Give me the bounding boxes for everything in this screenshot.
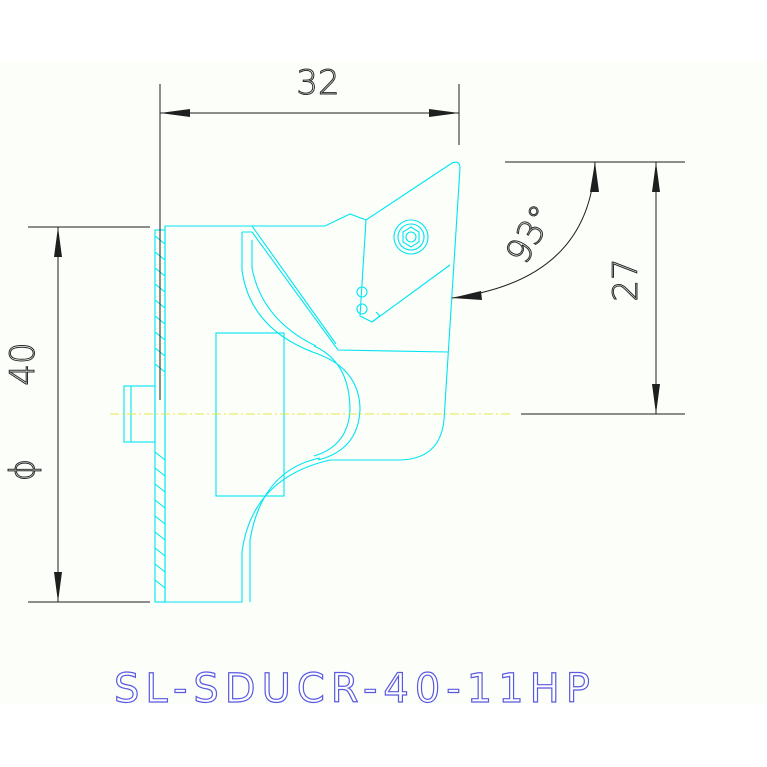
insert-pocket — [359, 219, 451, 323]
diameter-dimension-value: 40 — [3, 342, 43, 385]
part-number: SL-SDUCR-40-11HP — [114, 666, 596, 712]
diameter-symbol: ϕ — [3, 459, 43, 481]
angle-dimension-value: 93° — [498, 198, 563, 270]
tool-holder-outline — [123, 161, 461, 603]
dimension-height: 27 — [505, 161, 685, 415]
small-pin — [356, 286, 368, 298]
width-dimension-value: 32 — [296, 63, 339, 103]
dimension-diameter: 40 ϕ — [3, 226, 150, 603]
clamp-screw — [393, 219, 429, 255]
body-outline — [164, 161, 461, 603]
drawing-panel — [0, 62, 767, 704]
height-dimension-value: 27 — [606, 258, 646, 301]
dimension-angle: 93° — [451, 161, 599, 300]
dimension-width: 32 — [159, 63, 460, 400]
